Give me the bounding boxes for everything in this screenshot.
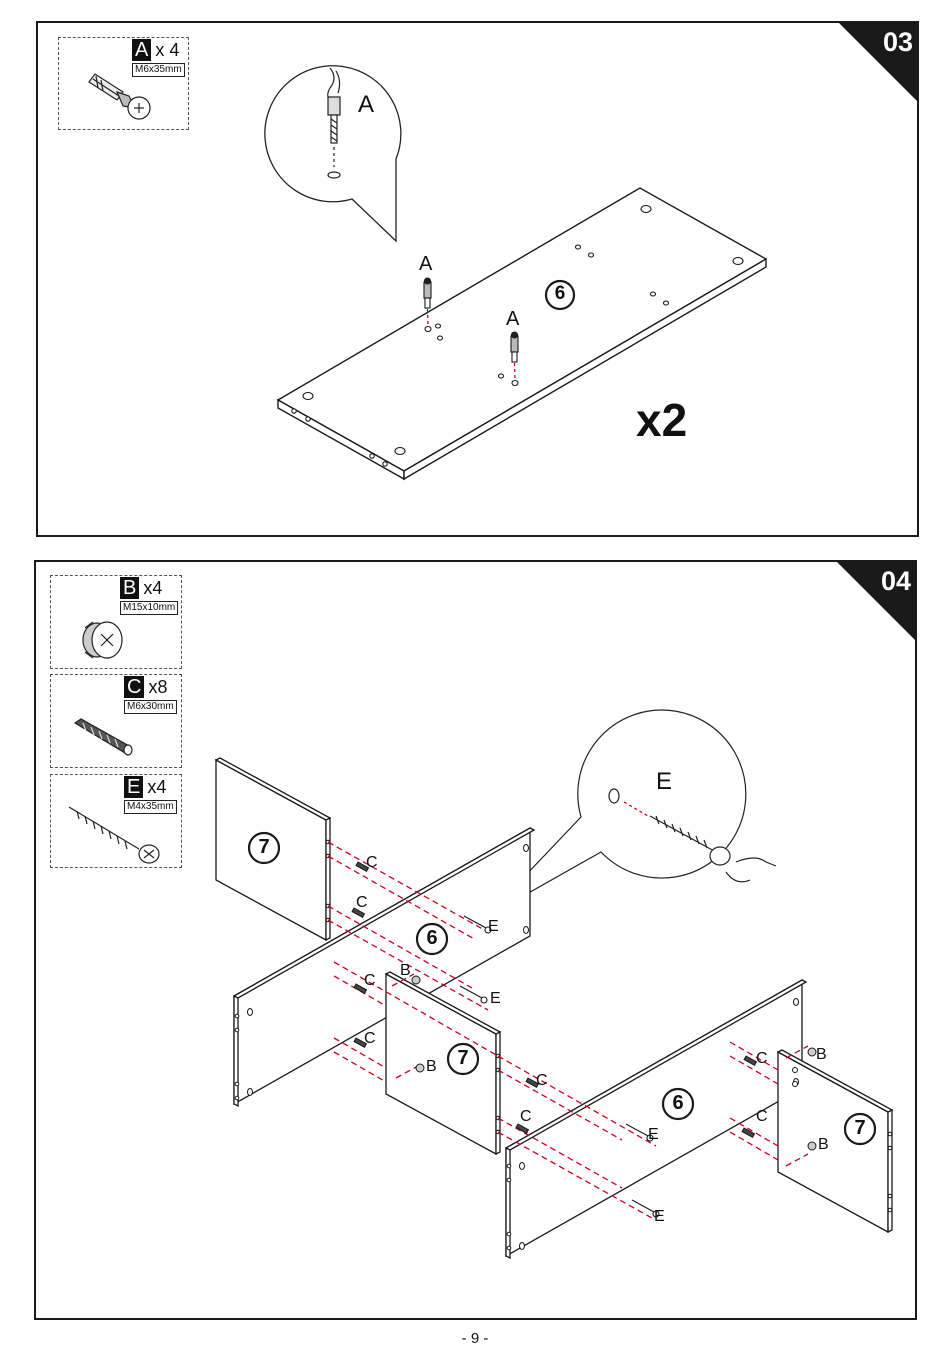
- step-04-panel: 04 B x4 M15x10mm C x8 M6x30mm: [34, 560, 917, 1320]
- callout-c: C: [756, 1108, 768, 1125]
- hardware-letter: C: [124, 676, 145, 698]
- callout-c: C: [366, 854, 378, 871]
- wood-dowel-icon: [73, 718, 133, 756]
- hardware-size: M6x35mm: [132, 63, 185, 77]
- screw-icon: [68, 806, 160, 864]
- cam-bolt-icon: [88, 73, 151, 120]
- callout-b: B: [400, 962, 411, 979]
- page-number: - 9 -: [461, 1330, 489, 1347]
- hardware-box-e: E x4 M4x35mm: [50, 774, 182, 868]
- panel-label-left-side: 7: [258, 836, 270, 858]
- zoom-detail-bubble: [485, 709, 777, 918]
- hardware-box-b: B x4 M15x10mm: [50, 575, 182, 669]
- hardware-quantity: x4: [143, 776, 171, 798]
- hardware-tag: A x 4: [132, 39, 184, 61]
- hardware-quantity: x8: [144, 676, 172, 698]
- hardware-quantity: x 4: [151, 39, 184, 61]
- hardware-letter: E: [124, 776, 144, 798]
- hardware-tag: B x4: [120, 577, 167, 599]
- hardware-quantity: x4: [139, 577, 167, 599]
- board-6-drawing: [276, 187, 768, 481]
- hardware-size: M4x35mm: [124, 800, 177, 814]
- zoom-label: A: [358, 91, 375, 118]
- panel-label-front-bottom: 6: [672, 1092, 684, 1114]
- step-03-panel: 03 A x 4 M6x35mm: [36, 21, 919, 537]
- panel-label-right-side: 7: [854, 1117, 866, 1139]
- hardware-tag: E x4: [124, 776, 171, 798]
- hardware-size: M6x30mm: [124, 700, 177, 714]
- quantity-multiplier: x2: [636, 394, 688, 446]
- panel-label-back-top: 6: [426, 927, 438, 949]
- callout-e: E: [648, 1126, 659, 1143]
- callout-c: C: [364, 972, 376, 989]
- zoom-detail-bubble: [264, 65, 402, 243]
- step-badge-corner: [839, 23, 919, 103]
- callout-c: C: [756, 1050, 768, 1067]
- zoom-label: E: [656, 768, 673, 795]
- callout-b: B: [816, 1046, 827, 1063]
- hardware-letter: B: [120, 577, 140, 599]
- fastener-label: A: [419, 253, 433, 275]
- hardware-letter: A: [132, 39, 152, 61]
- fastener-label: A: [506, 308, 520, 330]
- cam-lock-icon: [82, 621, 123, 659]
- step-number: 04: [880, 566, 911, 596]
- callout-c: C: [536, 1072, 548, 1089]
- callout-e: E: [488, 918, 499, 935]
- callout-c: C: [356, 894, 368, 911]
- panel-label: 6: [554, 283, 566, 304]
- callout-e: E: [490, 990, 501, 1007]
- hardware-tag: C x8: [124, 676, 172, 698]
- hardware-box-c: C x8 M6x30mm: [50, 674, 182, 768]
- callout-b: B: [818, 1136, 829, 1153]
- hardware-box-a: A x 4 M6x35mm: [58, 37, 189, 130]
- callout-b: B: [426, 1058, 437, 1075]
- step-badge-corner: [837, 562, 917, 642]
- assembly-drawing: [214, 709, 894, 1260]
- callout-c: C: [520, 1108, 532, 1125]
- callout-e: E: [654, 1208, 665, 1225]
- callout-c: C: [364, 1030, 376, 1047]
- panel-label-middle-side: 7: [457, 1047, 469, 1069]
- hardware-size: M15x10mm: [120, 601, 179, 615]
- step-number: 03: [882, 27, 913, 57]
